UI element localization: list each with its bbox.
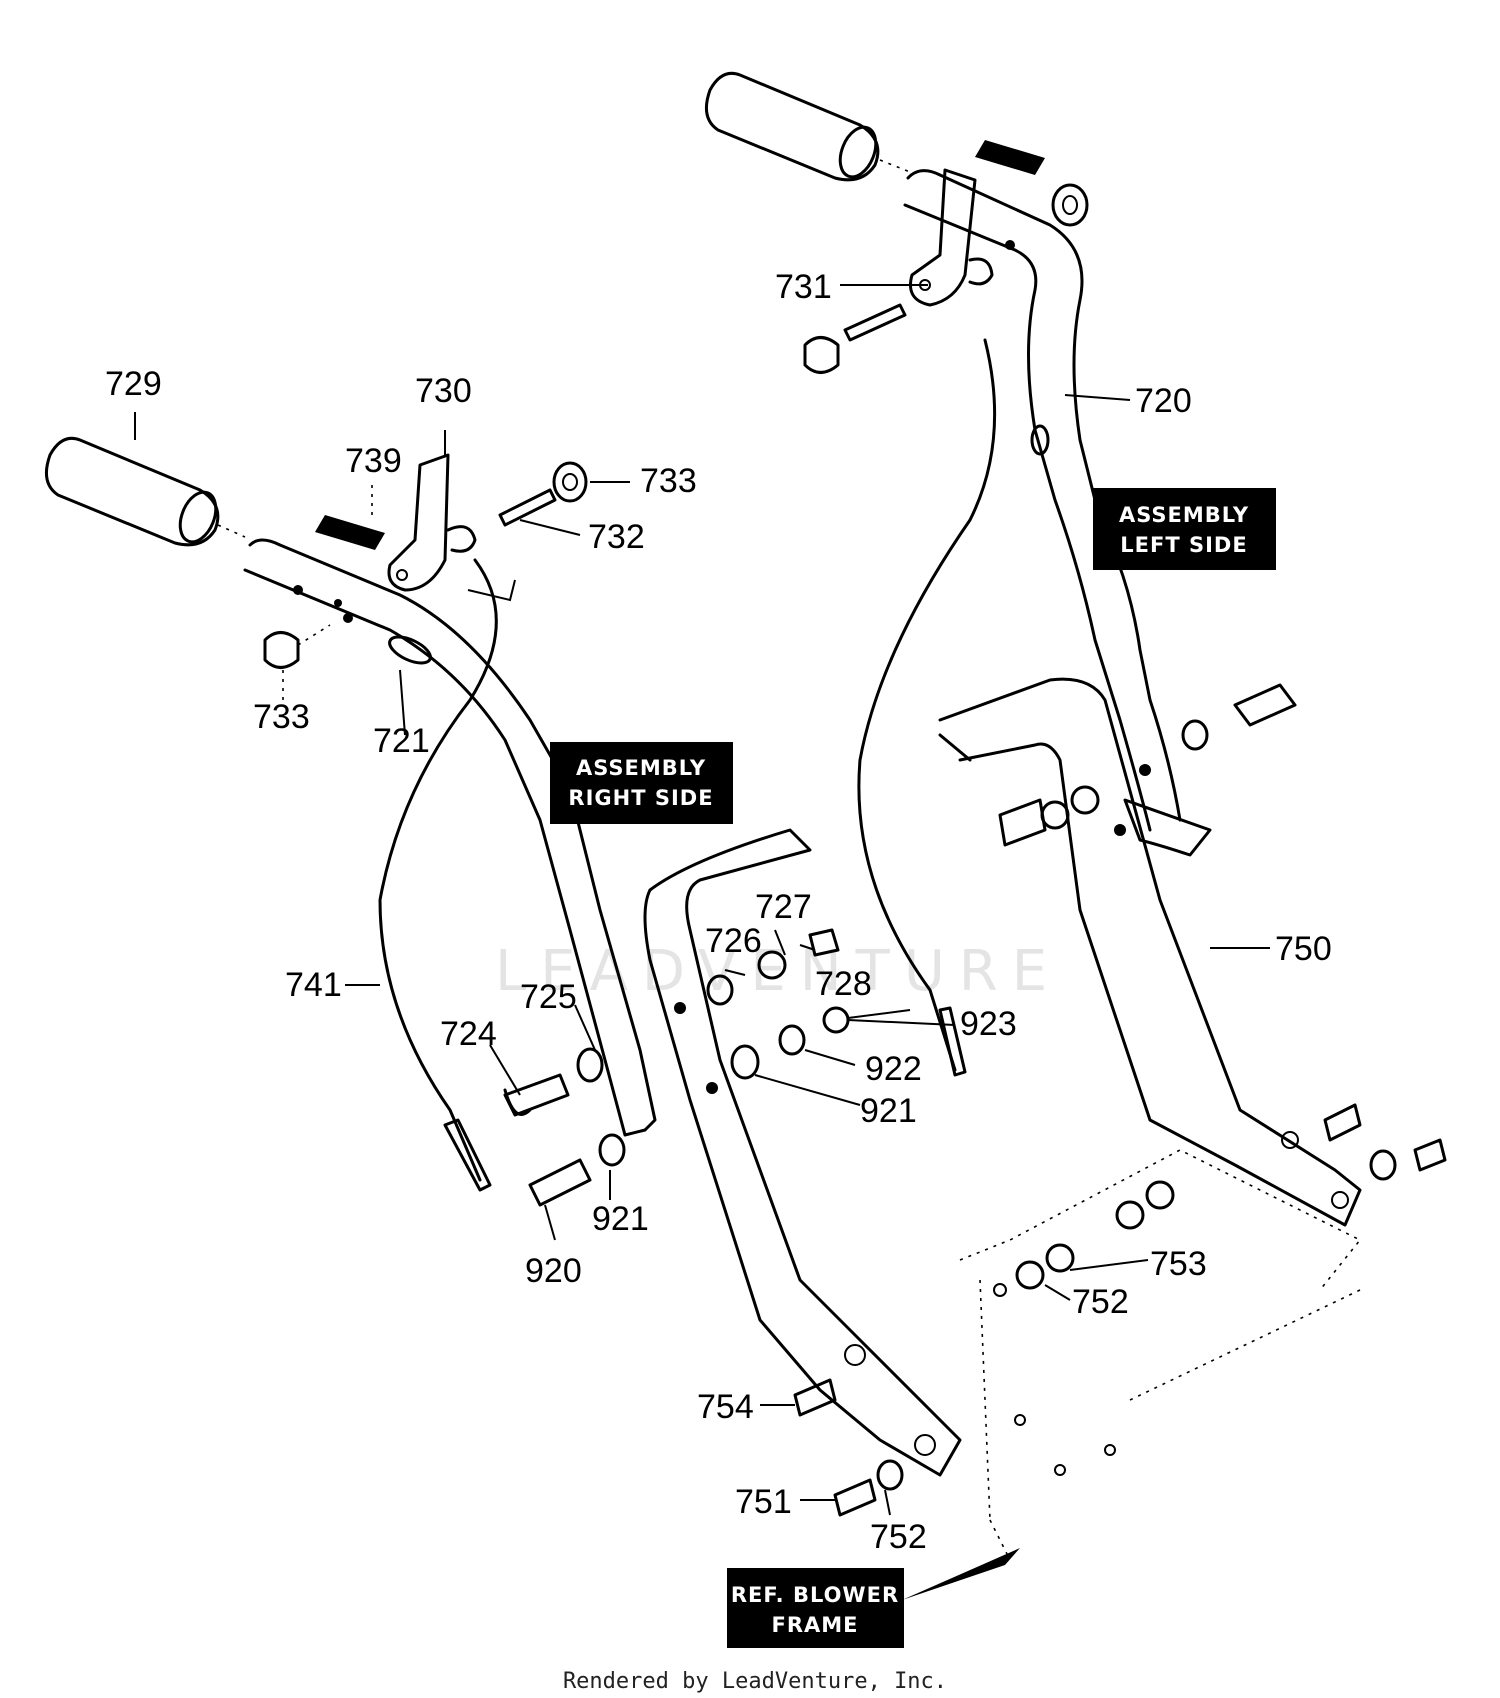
svg-text:LEFT SIDE: LEFT SIDE [1120, 533, 1247, 557]
part-label-732: 732 [588, 518, 645, 556]
washer-733-right [552, 461, 588, 503]
part-label-726: 726 [705, 922, 762, 960]
bolt-724 [503, 1073, 570, 1117]
leader-lines [134, 284, 1270, 1600]
svg-text:FRAME: FRAME [771, 1613, 858, 1637]
cable-741 [378, 558, 516, 1192]
handle-grip-left [704, 71, 911, 182]
bolt-920 [528, 1133, 626, 1207]
upper-handle-721 [243, 538, 657, 1137]
knob-733-left [803, 336, 840, 374]
part-label-728: 728 [815, 965, 872, 1003]
decal-739-right [315, 515, 385, 550]
svg-text:RIGHT SIDE: RIGHT SIDE [568, 786, 713, 810]
callout-ref-blower-frame: REF. BLOWER FRAME [727, 1568, 904, 1648]
upper-handle-left [903, 169, 1212, 857]
part-label-721: 721 [373, 722, 430, 760]
pin-732-right [498, 488, 557, 527]
bolt-upper-left [1181, 683, 1297, 751]
nut-washer-726-727-728 [706, 928, 840, 1006]
lower-handle-right [643, 828, 962, 1477]
part-label-921: 921 [860, 1092, 917, 1130]
nut-upper-left [998, 785, 1100, 847]
part-label-729: 729 [105, 365, 162, 403]
footer-credit: Rendered by LeadVenture, Inc. [563, 1669, 947, 1694]
part-label-727: 727 [755, 888, 812, 926]
part-label-754: 754 [697, 1388, 754, 1426]
part-label-720: 720 [1135, 382, 1192, 420]
callout-assembly-right-side: ASSEMBLY RIGHT SIDE [550, 742, 733, 824]
part-label-923: 923 [960, 1005, 1017, 1043]
part-labels: 729 730 739 733 732 733 721 731 720 741 … [105, 268, 1332, 1556]
callout-assembly-left-side: ASSEMBLY LEFT SIDE [1093, 488, 1276, 570]
washer-725 [576, 1047, 604, 1083]
control-lever-730 [387, 453, 477, 592]
lower-handle-750 [938, 677, 1362, 1227]
part-label-752-lower: 752 [870, 1518, 927, 1556]
part-label-733-right-washer: 733 [640, 462, 697, 500]
svg-text:ASSEMBLY: ASSEMBLY [1119, 503, 1249, 527]
fasteners-lower-right [793, 1103, 1447, 1517]
control-lever-731 [909, 168, 994, 307]
part-label-750: 750 [1275, 930, 1332, 968]
decal-739-left [975, 140, 1045, 175]
pin-732-left [843, 303, 907, 342]
part-label-753: 753 [1150, 1245, 1207, 1283]
part-label-739: 739 [345, 442, 402, 480]
part-label-724: 724 [440, 1015, 497, 1053]
washer-733-left [1051, 183, 1089, 227]
part-label-922: 922 [865, 1050, 922, 1088]
svg-text:ASSEMBLY: ASSEMBLY [576, 756, 706, 780]
cable-741-upper [857, 338, 997, 1077]
part-label-730: 730 [415, 372, 472, 410]
part-label-751: 751 [735, 1483, 792, 1521]
handle-grip-right [44, 436, 246, 547]
part-label-921-lower: 921 [592, 1200, 649, 1238]
part-label-725: 725 [520, 978, 577, 1016]
knob-733-right [263, 624, 331, 669]
part-label-741: 741 [285, 966, 342, 1004]
blower-frame-ref [959, 1149, 1362, 1561]
part-label-752-upper: 752 [1072, 1283, 1129, 1321]
part-label-920: 920 [525, 1252, 582, 1290]
part-label-731: 731 [775, 268, 832, 306]
part-label-733-right-knob: 733 [253, 698, 310, 736]
svg-text:REF. BLOWER: REF. BLOWER [731, 1583, 899, 1607]
